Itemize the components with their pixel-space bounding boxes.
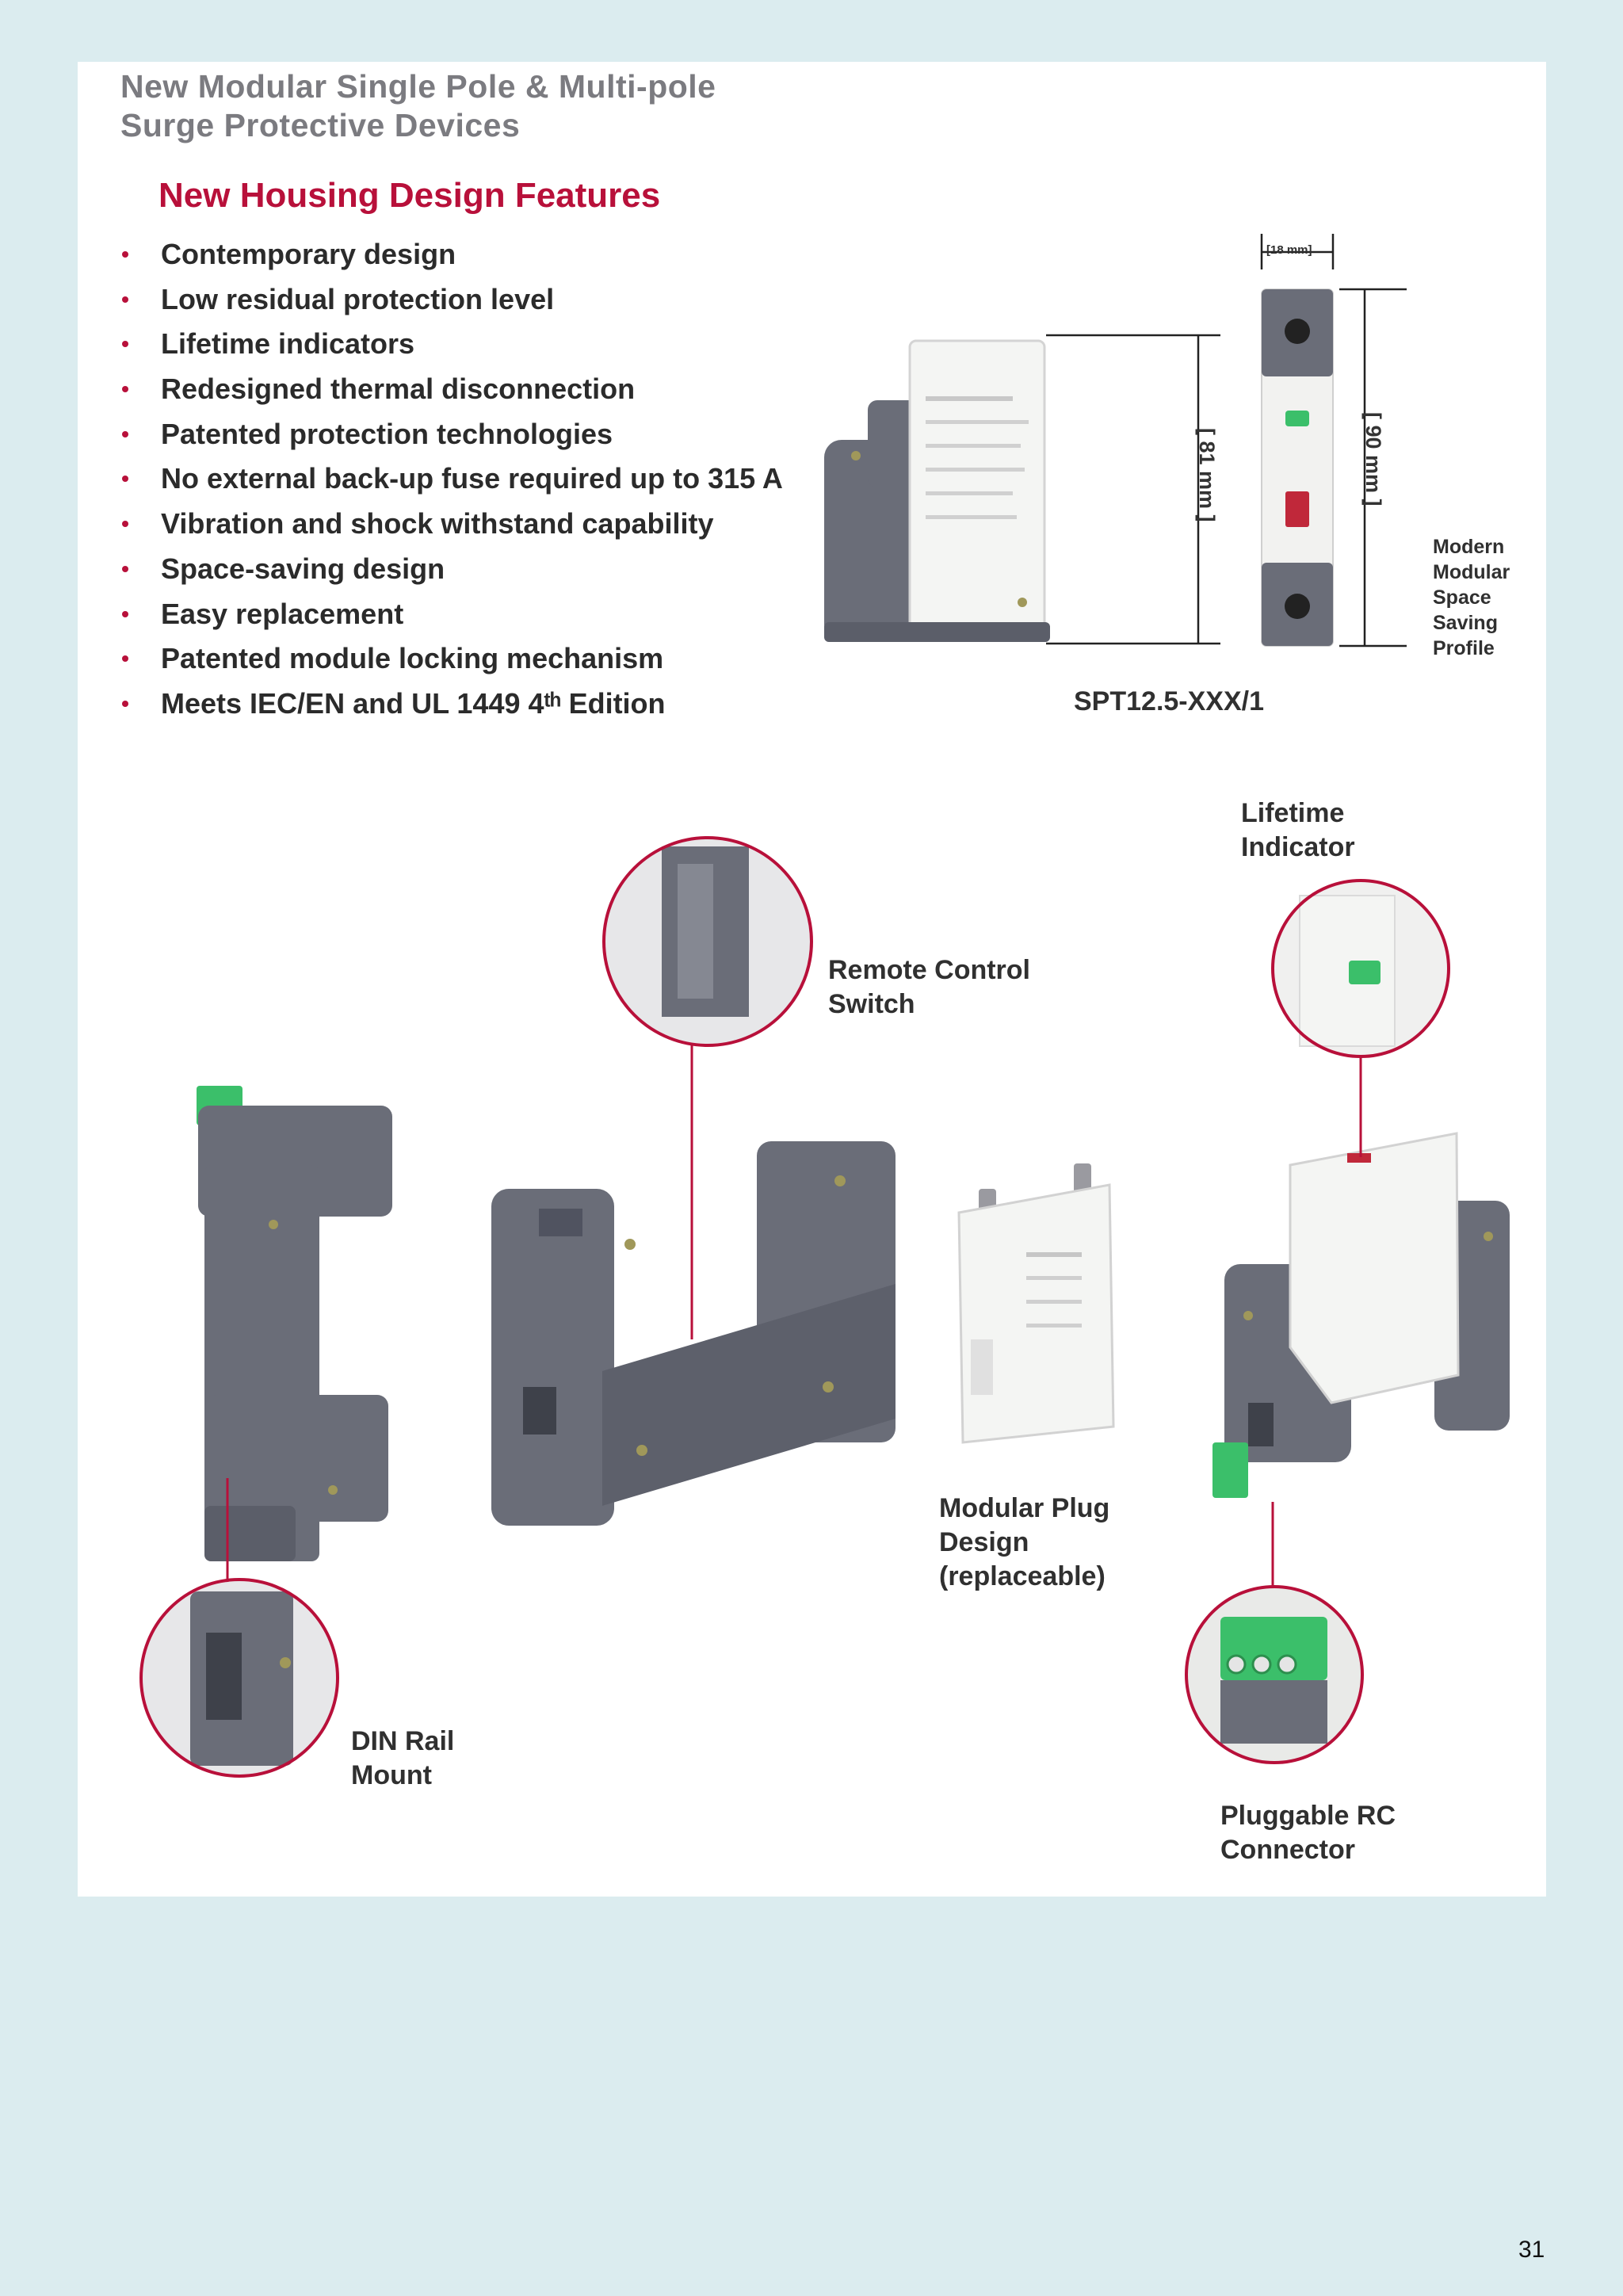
bullet-icon bbox=[122, 655, 128, 663]
bullet-icon bbox=[122, 521, 128, 528]
modular-plug-label: Modular Plug Design (replaceable) bbox=[939, 1493, 1110, 1591]
feature-item: Easy replacement bbox=[117, 594, 783, 640]
bullet-icon bbox=[122, 341, 128, 348]
header-line-1: New Modular Single Pole & Multi-pole bbox=[120, 68, 716, 105]
feature-item: Patented protection technologies bbox=[117, 415, 783, 460]
bullet-icon bbox=[122, 610, 128, 617]
spd-module-side-view bbox=[824, 339, 1050, 642]
dimension-81mm bbox=[1046, 334, 1220, 645]
bullet-icon bbox=[122, 386, 128, 393]
spd-module-front-view bbox=[1261, 288, 1334, 647]
feature-item: Low residual protection level bbox=[117, 280, 783, 325]
remote-switch-callout-circle bbox=[602, 836, 813, 1047]
bullet-icon bbox=[122, 296, 128, 303]
din-rail-housing bbox=[197, 1086, 392, 1561]
rc-connector-callout-circle bbox=[1185, 1585, 1364, 1764]
lifetime-indicator-label: Lifetime Indicator bbox=[1241, 798, 1355, 862]
feature-item: Lifetime indicators bbox=[117, 324, 783, 369]
remote-control-switch-label: Remote Control Switch bbox=[828, 955, 1030, 1019]
feature-item: No external back-up fuse required up to … bbox=[117, 459, 783, 504]
bullet-icon bbox=[122, 476, 128, 483]
plug-module bbox=[957, 1163, 1115, 1444]
assembled-spd bbox=[1212, 1132, 1510, 1498]
profile-label: Modern Modular Space Saving Profile bbox=[1433, 536, 1510, 659]
model-label: SPT12.5-XXX/1 bbox=[1074, 686, 1265, 716]
base-housing bbox=[491, 1141, 896, 1526]
feature-item: Patented module locking mechanism bbox=[117, 639, 783, 684]
feature-list: Contemporary design Low residual protect… bbox=[117, 235, 783, 729]
feature-item: Redesigned thermal disconnection bbox=[117, 369, 783, 415]
din-rail-mount-label: DIN Rail Mount bbox=[351, 1726, 455, 1790]
dim-width-label: [18 mm] bbox=[1266, 243, 1312, 257]
feature-item: Meets IEC/EN and UL 1449 4ᵗʰ Edition bbox=[117, 684, 783, 729]
section-title: New Housing Design Features bbox=[158, 176, 661, 215]
pluggable-rc-connector-label: Pluggable RC Connector bbox=[1220, 1801, 1396, 1865]
din-rail-callout-circle bbox=[139, 1578, 339, 1778]
dim-81mm-label: [ 81 mm ] bbox=[1195, 428, 1219, 522]
bullet-icon bbox=[122, 700, 128, 707]
dimension-18mm-90mm bbox=[1260, 234, 1407, 648]
dim-90mm-label: [ 90 mm ] bbox=[1361, 412, 1385, 506]
page-number: 31 bbox=[1518, 2237, 1545, 2263]
feature-item: Space-saving design bbox=[117, 549, 783, 594]
bullet-icon bbox=[122, 430, 128, 437]
lifetime-callout-circle bbox=[1271, 879, 1450, 1058]
feature-item: Vibration and shock withstand capability bbox=[117, 504, 783, 549]
header-line-2: Surge Protective Devices bbox=[120, 107, 521, 143]
bullet-icon bbox=[122, 251, 128, 258]
bullet-icon bbox=[122, 565, 128, 572]
feature-item: Contemporary design bbox=[117, 235, 783, 280]
